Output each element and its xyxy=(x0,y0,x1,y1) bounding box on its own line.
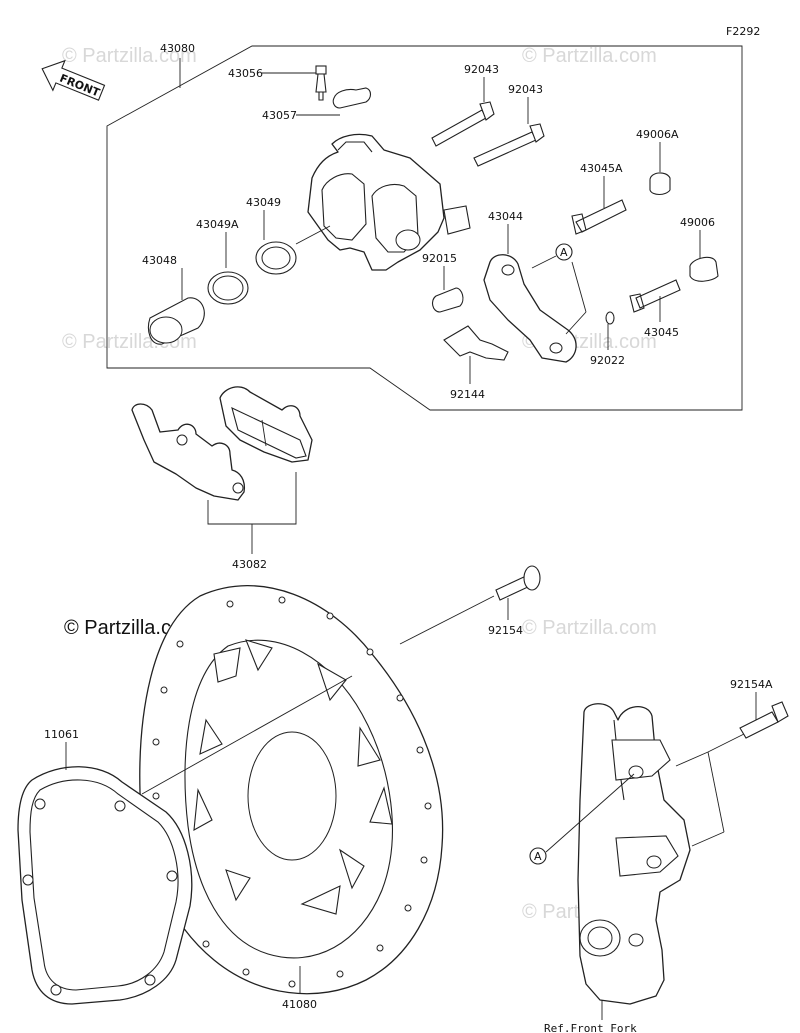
brake-pad-part xyxy=(131,403,246,501)
leader-lines xyxy=(545,692,757,1020)
part-label: 49006 xyxy=(680,216,715,229)
part-label: 49006A xyxy=(636,128,679,141)
bleeder-cap-part xyxy=(332,87,372,109)
watermark: © Partzilla.com xyxy=(522,617,657,639)
caliper-pin-part xyxy=(571,199,627,235)
leader-lines xyxy=(179,58,701,384)
part-label: 43056 xyxy=(228,67,263,80)
part-label: 92043 xyxy=(508,83,543,96)
watermark: © Partzilla.com xyxy=(522,45,657,67)
part-label: 92154 xyxy=(488,624,523,637)
disc-bolt-part xyxy=(495,565,541,601)
figure-code: F2292 xyxy=(726,25,760,38)
callout-letter: A xyxy=(560,246,568,259)
part-label: 43045 xyxy=(644,326,679,339)
brake-pad-part xyxy=(219,386,313,463)
caliper-pin-part xyxy=(629,279,681,313)
callout-circle xyxy=(555,243,573,261)
leader-lines xyxy=(207,472,297,554)
caliper-mount-bolt-part xyxy=(739,701,789,739)
callout-circle xyxy=(529,847,547,865)
boot-part xyxy=(689,256,719,282)
leader-lines xyxy=(399,595,495,645)
part-label: 92144 xyxy=(450,388,485,401)
part-label: 43045A xyxy=(580,162,623,175)
leader-lines xyxy=(141,675,353,795)
part-labels: 43080 43056 43057 92043 92043 49006A 430… xyxy=(44,42,773,1011)
sleeve-part xyxy=(431,287,464,313)
callout-letter: A xyxy=(534,850,542,863)
part-label: 43049A xyxy=(196,218,239,231)
part-label: 43048 xyxy=(142,254,177,267)
part-label: 43082 xyxy=(232,558,267,571)
slide-pin-part xyxy=(473,123,545,167)
part-label: 43080 xyxy=(160,42,195,55)
boot-part xyxy=(649,172,671,196)
ring-part xyxy=(605,311,615,325)
gasket-part xyxy=(17,766,193,1005)
caliper-body-part xyxy=(307,133,471,271)
part-label: 92154A xyxy=(730,678,773,691)
reference-label: Ref.Front Fork xyxy=(544,1022,637,1033)
brake-disc-part xyxy=(139,585,444,995)
part-label: 41080 xyxy=(282,998,317,1011)
part-label: 92022 xyxy=(590,354,625,367)
part-label: 92015 xyxy=(422,252,457,265)
assembly-outline xyxy=(106,45,743,411)
front-fork-leg xyxy=(577,703,691,1005)
slide-pin-part xyxy=(431,101,495,147)
piston-seal-part xyxy=(255,241,297,275)
dust-seal-part xyxy=(207,271,249,305)
part-label: 92043 xyxy=(464,63,499,76)
bleeder-valve-part xyxy=(315,65,327,101)
part-label: 43049 xyxy=(246,196,281,209)
part-label: 43057 xyxy=(262,109,297,122)
watermark: © Partzilla.com xyxy=(62,45,197,67)
caliper-bracket-part xyxy=(483,254,577,363)
watermark-main: © Partzilla.com xyxy=(64,617,199,639)
pad-spring-part xyxy=(443,325,509,361)
part-label: 43044 xyxy=(488,210,523,223)
piston-part xyxy=(147,297,205,345)
part-label: 11061 xyxy=(44,728,79,741)
